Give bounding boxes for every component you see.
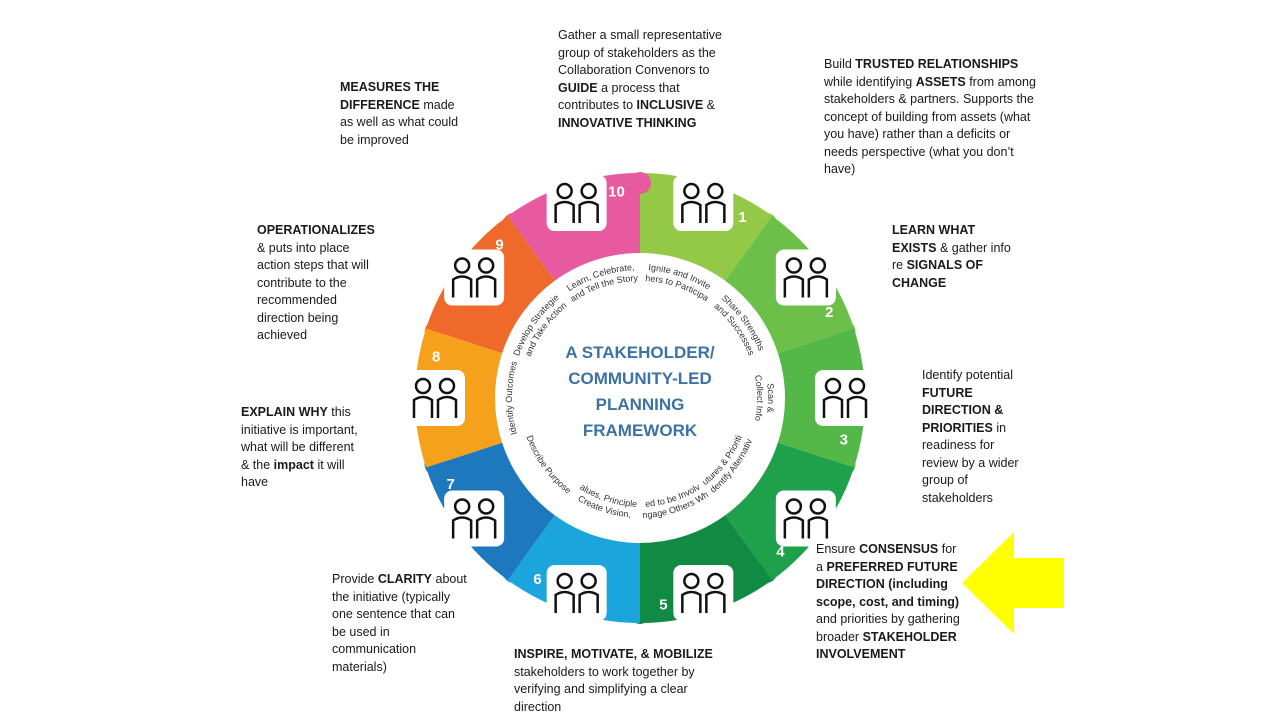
step-number-8: 8 bbox=[432, 348, 440, 365]
note-step-5: Ensure CONSENSUS for a PREFERRED FUTURE … bbox=[816, 541, 964, 664]
note-step-4: Identify potential FUTURE DIRECTION & PR… bbox=[922, 367, 1032, 507]
note-emphasis: TRUSTED RELATIONSHIPS bbox=[855, 57, 1019, 71]
note-text: made as well as what could be improved bbox=[340, 97, 459, 147]
note-emphasis: INNOVATIVE THINKING bbox=[558, 115, 697, 130]
note-emphasis: OPERATIONALIZES bbox=[257, 223, 375, 237]
presentation-board-icon bbox=[775, 490, 836, 547]
note-emphasis: INCLUSIVE bbox=[636, 98, 704, 112]
center-title-line: COMMUNITY-LED bbox=[568, 369, 712, 388]
step-number-5: 5 bbox=[659, 597, 667, 614]
note-step-9: OPERATIONALIZES & puts into place action… bbox=[257, 222, 381, 345]
step-number-10: 10 bbox=[608, 183, 625, 200]
center-title-line: PLANNING bbox=[596, 395, 685, 414]
step-number-4: 4 bbox=[776, 543, 785, 560]
note-text: & bbox=[703, 98, 716, 112]
note-text: for a bbox=[816, 542, 957, 574]
note-step-1: Gather a small representative group of s… bbox=[558, 27, 730, 132]
people-with-arrow-icon bbox=[444, 249, 505, 306]
people-raising-hands-icon bbox=[673, 564, 734, 621]
note-step-10: MEASURES THE DIFFERENCE made as well as … bbox=[340, 79, 464, 149]
note-emphasis: SIGNALS OF CHANGE bbox=[892, 258, 983, 290]
step-number-1: 1 bbox=[738, 209, 746, 226]
note-emphasis: impact bbox=[273, 457, 314, 472]
segment-label-8: Identify Outcomes bbox=[504, 360, 519, 437]
step-number-3: 3 bbox=[840, 432, 848, 449]
wheel-numbers: 1 2 3 4 5 6 7 8 9 10 bbox=[432, 183, 848, 613]
note-emphasis: ASSETS bbox=[915, 74, 966, 89]
question-mark-person-icon bbox=[405, 370, 465, 426]
segment-label-3: Collect Info bbox=[753, 374, 765, 422]
note-step-3: LEARN WHAT EXISTS & gather info re SIGNA… bbox=[892, 222, 1012, 292]
magnifying-glass-icon bbox=[815, 370, 875, 426]
note-text: in readiness for review by a wider group… bbox=[922, 420, 1019, 505]
note-text: and priorities by gathering broader bbox=[816, 612, 960, 644]
note-text: Provide bbox=[332, 572, 378, 586]
note-text: & puts into place action steps that will… bbox=[257, 240, 369, 343]
note-text: while identifying bbox=[824, 74, 916, 89]
note-emphasis: MEASURES THE DIFFERENCE bbox=[340, 80, 440, 112]
people-with-megaphone-icon bbox=[444, 490, 505, 547]
note-text: Gather a small representative group of s… bbox=[558, 28, 722, 77]
note-text: this initiative is important, what will … bbox=[241, 405, 358, 472]
note-step-6: INSPIRE, MOTIVATE, & MOBILIZE stakeholde… bbox=[514, 646, 724, 716]
wheel-icons bbox=[405, 175, 875, 621]
note-text: a process that contributes to bbox=[558, 80, 680, 113]
note-step-2: Build TRUSTED RELATIONSHIPS while identi… bbox=[824, 56, 1036, 179]
note-emphasis: PREFERRED FUTURE DIRECTION (including sc… bbox=[816, 559, 960, 609]
note-text: & gather info re bbox=[892, 240, 1011, 273]
note-emphasis: STAKEHOLDER INVOLVEMENT bbox=[816, 629, 957, 662]
people-with-book-icon bbox=[546, 175, 607, 232]
center-title-line: FRAMEWORK bbox=[583, 421, 698, 440]
note-text: Ensure bbox=[816, 542, 860, 556]
note-emphasis: CONSENSUS bbox=[859, 542, 939, 556]
note-step-8: EXPLAIN WHY this initiative is important… bbox=[241, 404, 359, 492]
center-title: A STAKEHOLDER/COMMUNITY-LED PLANNING FRAME… bbox=[565, 343, 715, 440]
note-text: from among stakeholders & partners. Supp… bbox=[824, 74, 1036, 177]
note-emphasis: FUTURE DIRECTION & PRIORITIES bbox=[922, 385, 1004, 435]
note-emphasis: INSPIRE, MOTIVATE, & MOBILIZE bbox=[514, 647, 713, 661]
thinking-person-checkmark-icon bbox=[546, 564, 607, 621]
people-with-torch-icon bbox=[673, 175, 734, 232]
note-text: about the initiative (typically one sent… bbox=[332, 572, 467, 674]
note-step-7: Provide CLARITY about the initiative (ty… bbox=[332, 571, 472, 676]
note-emphasis: CLARITY bbox=[377, 572, 433, 586]
step-number-6: 6 bbox=[533, 571, 541, 588]
center-title-line: A STAKEHOLDER/ bbox=[565, 343, 715, 362]
puzzle-knob bbox=[629, 172, 651, 194]
note-emphasis: LEARN WHAT EXISTS bbox=[892, 223, 976, 255]
note-emphasis: EXPLAIN WHY bbox=[241, 405, 328, 419]
note-text: stakeholders to work together by verifyi… bbox=[514, 664, 695, 714]
note-text: Build bbox=[824, 57, 856, 71]
people-lifting-weight-icon bbox=[775, 249, 836, 306]
segment-label-3: Scan & bbox=[765, 383, 776, 414]
center-disc bbox=[496, 254, 784, 542]
step-number-2: 2 bbox=[825, 304, 833, 321]
yellow-arrow-left-icon bbox=[962, 532, 1064, 634]
step-number-9: 9 bbox=[495, 237, 503, 254]
step-number-7: 7 bbox=[447, 476, 455, 493]
note-emphasis: GUIDE bbox=[558, 80, 598, 95]
note-text: it will have bbox=[241, 457, 345, 490]
note-text: Identify potential bbox=[922, 368, 1014, 382]
